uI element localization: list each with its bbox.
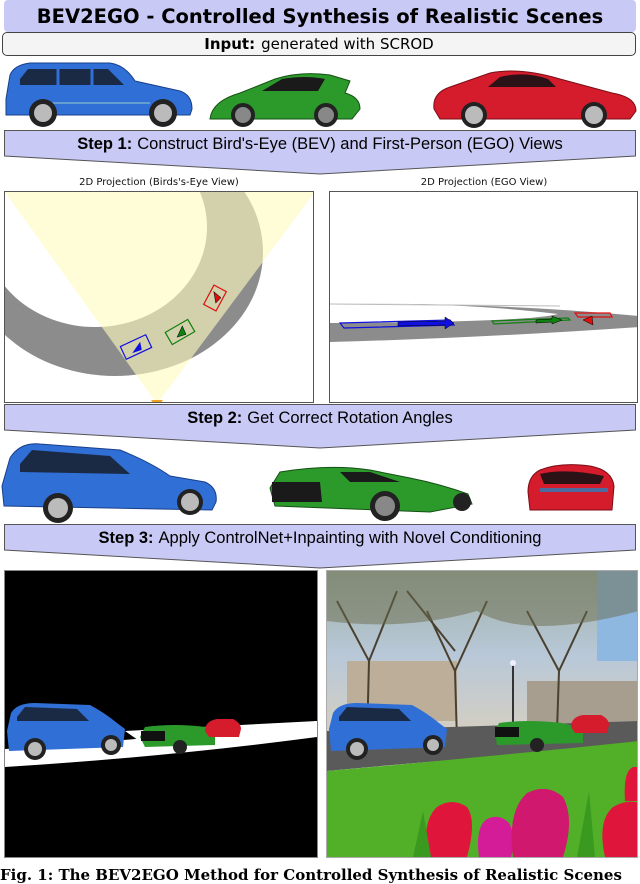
input-label: Input: <box>204 35 256 53</box>
input-cars-row <box>0 57 640 129</box>
scene-green-car <box>495 721 583 752</box>
input-cars-illustration <box>5 62 637 128</box>
banner-arrow-shape <box>4 404 636 449</box>
step-3-label: Step 3: Apply ControlNet+Inpainting with… <box>4 524 636 552</box>
ego-projection-plot <box>330 303 637 342</box>
step-3-banner: Step 3: Apply ControlNet+Inpainting with… <box>4 524 636 570</box>
step-1-number: Step 1: <box>77 134 133 153</box>
blue-suv-icon <box>5 62 193 127</box>
scene-red-car <box>571 715 609 733</box>
ego-camera-marker <box>151 400 163 402</box>
scene-blue-suv <box>329 703 447 760</box>
synthesized-scene-image <box>327 571 637 857</box>
ego-arrow-blue <box>338 316 456 330</box>
banner-arrow-shape <box>4 130 636 175</box>
step-2-label: Step 2: Get Correct Rotation Angles <box>4 404 636 432</box>
red-coupe-rotated-icon <box>527 464 615 511</box>
cond-red-car <box>205 719 241 737</box>
bev-marker-green <box>164 318 196 346</box>
step-1-banner: Step 1: Construct Bird's-Eye (BEV) and F… <box>4 130 636 176</box>
cond-green-car <box>140 725 215 754</box>
synthesized-scene-panel <box>326 570 638 858</box>
figure-caption: Fig. 1: The BEV2EGO Method for Controlle… <box>0 866 622 884</box>
green-sports-car-rotated-icon <box>269 466 473 521</box>
step-2-number: Step 2: <box>187 408 243 427</box>
bev-panel-title: 2D Projection (Birds's-Eye View) <box>79 177 239 188</box>
green-sports-car-icon <box>209 73 361 127</box>
ego-projection-panel <box>329 191 638 403</box>
tulips <box>413 767 637 857</box>
step-3-text: Apply ControlNet+Inpainting with Novel C… <box>158 528 542 547</box>
ego-arrow-red <box>573 312 613 326</box>
input-box: Input: generated with SCROD <box>2 32 636 56</box>
step-1-text: Construct Bird's-Eye (BEV) and First-Per… <box>137 134 563 153</box>
bev-marker-red <box>202 284 228 312</box>
ego-arrow-green <box>490 315 572 325</box>
step-1-label: Step 1: Construct Bird's-Eye (BEV) and F… <box>4 130 636 158</box>
bev-marker-blue <box>119 333 153 361</box>
ego-panel-title: 2D Projection (EGO View) <box>420 177 548 188</box>
red-coupe-icon <box>433 70 637 128</box>
bev-projection-panel <box>4 191 314 403</box>
conditioning-image <box>5 703 317 767</box>
banner-arrow-shape <box>4 524 636 569</box>
blue-suv-rotated-icon <box>1 443 217 523</box>
rotated-cars-illustration <box>1 443 615 523</box>
figure-title: BEV2EGO - Controlled Synthesis of Realis… <box>4 0 636 32</box>
bev-projection-plot <box>5 192 313 402</box>
input-text: generated with SCROD <box>261 35 434 53</box>
conditioning-image-panel <box>4 570 318 858</box>
rotated-cars-row <box>0 436 640 524</box>
step-3-number: Step 3: <box>98 528 154 547</box>
cond-blue-suv <box>7 703 125 760</box>
step-2-banner: Step 2: Get Correct Rotation Angles <box>4 404 636 450</box>
step-2-text: Get Correct Rotation Angles <box>247 408 453 427</box>
